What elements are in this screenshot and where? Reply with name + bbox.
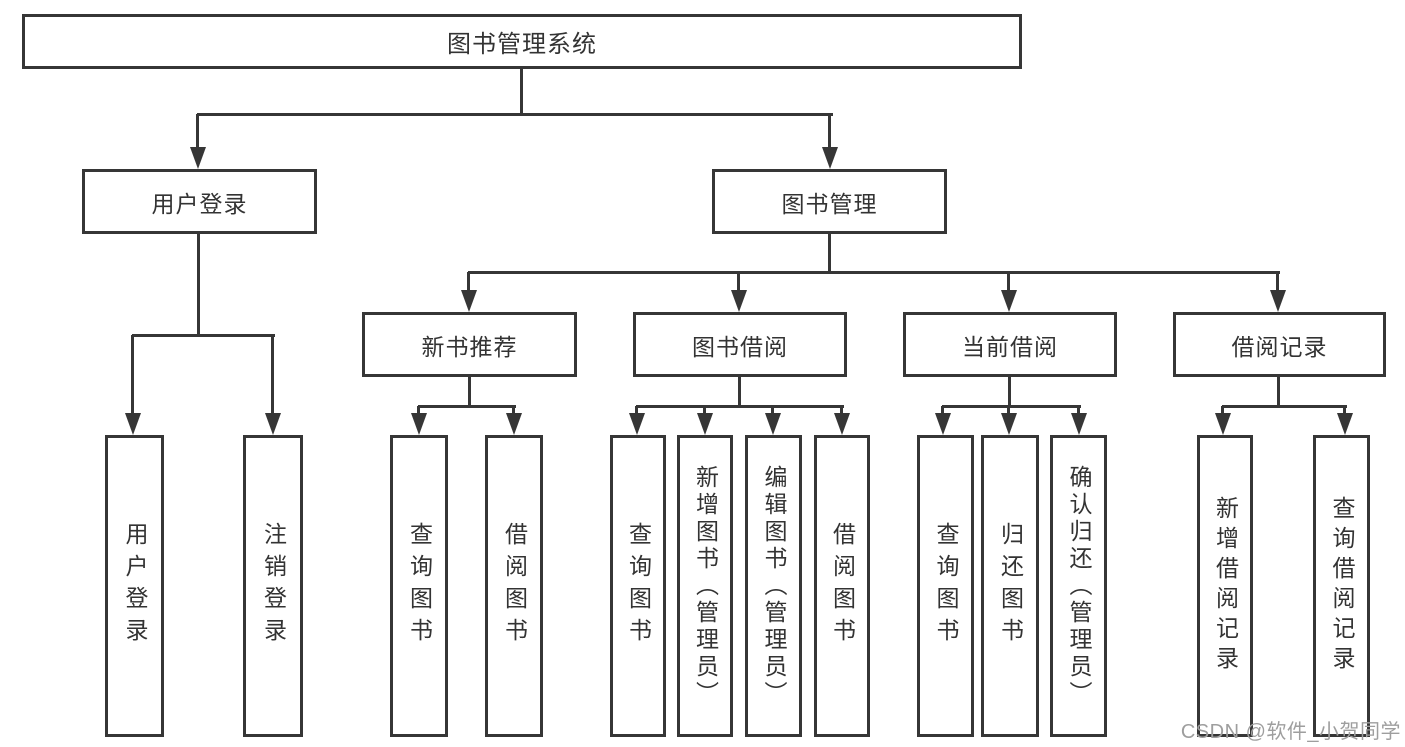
node-label: 归还图书: [997, 522, 1024, 650]
leaf-query-books: 查询图书: [610, 435, 666, 737]
arrow-down-icon: [935, 406, 951, 435]
node-label: 查询图书: [625, 522, 652, 650]
connector-line: [197, 113, 833, 116]
leaf-query-books: 查询图书: [917, 435, 974, 737]
leaf-query-borrow-record: 查询借阅记录: [1313, 435, 1370, 737]
node-label: 借阅图书: [829, 522, 856, 650]
arrow-down-icon: [822, 114, 838, 169]
node-borrowing-records: 借阅记录: [1173, 312, 1386, 377]
node-label: 当前借阅: [962, 333, 1058, 360]
node-label: 查询借阅记录: [1329, 496, 1355, 676]
arrow-down-icon: [834, 406, 850, 435]
connector-line: [738, 377, 741, 408]
connector-line: [636, 405, 844, 408]
connector-line: [197, 234, 200, 337]
node-current-borrowing: 当前借阅: [903, 312, 1117, 377]
arrow-down-icon: [765, 406, 781, 435]
arrow-down-icon: [1001, 272, 1017, 312]
arrow-down-icon: [411, 406, 427, 435]
connector-line: [418, 405, 516, 408]
arrow-down-icon: [461, 272, 477, 312]
leaf-add-books-admin: 新增图书（管理员）: [677, 435, 733, 737]
node-label: 新增借阅记录: [1212, 496, 1239, 676]
node-label: 新书推荐: [421, 333, 518, 360]
leaf-borrow-books: 借阅图书: [485, 435, 543, 737]
connector-line: [1277, 377, 1280, 408]
node-label: 编辑图书（管理员）: [761, 464, 787, 708]
node-new-book-recommendation: 新书推荐: [362, 312, 577, 377]
arrow-down-icon: [1270, 272, 1286, 312]
node-library-management-system: 图书管理系统: [22, 14, 1022, 69]
connector-line: [828, 234, 831, 274]
arrow-down-icon: [629, 406, 645, 435]
node-label: 图书借阅: [692, 333, 788, 360]
node-label: 新增图书（管理员）: [692, 464, 719, 708]
connector-line: [1008, 377, 1011, 408]
connector-line: [468, 377, 471, 408]
leaf-return-books: 归还图书: [981, 435, 1039, 737]
leaf-user-login: 用户登录: [105, 435, 164, 737]
node-label: 查询图书: [933, 522, 959, 650]
leaf-query-books: 查询图书: [390, 435, 448, 737]
arrow-down-icon: [125, 335, 141, 435]
connector-line: [942, 405, 1081, 408]
arrow-down-icon: [190, 114, 206, 169]
arrow-down-icon: [731, 272, 747, 312]
connector-line: [520, 69, 523, 115]
arrow-down-icon: [1071, 406, 1087, 435]
leaf-edit-books-admin: 编辑图书（管理员）: [745, 435, 802, 737]
arrow-down-icon: [1337, 406, 1353, 435]
leaf-borrow-books: 借阅图书: [814, 435, 870, 737]
arrow-down-icon: [265, 335, 281, 435]
arrow-down-icon: [1001, 406, 1017, 435]
connector-line: [468, 271, 1280, 274]
connector-line: [1222, 405, 1347, 408]
node-label: 借阅记录: [1231, 333, 1328, 360]
node-label: 用户登录: [122, 522, 148, 650]
node-label: 确认归还（管理员）: [1066, 464, 1092, 708]
node-book-borrowing: 图书借阅: [633, 312, 847, 377]
node-label: 图书管理系统: [447, 31, 597, 58]
node-label: 图书管理: [781, 190, 878, 217]
csdn-watermark: CSDN @软件_小贺同学: [1180, 721, 1401, 743]
arrow-down-icon: [506, 406, 522, 435]
node-label: 注销登录: [260, 522, 287, 650]
node-book-management: 图书管理: [712, 169, 947, 234]
connector-line: [132, 334, 275, 337]
node-label: 查询图书: [406, 522, 433, 650]
arrow-down-icon: [697, 406, 713, 435]
node-label: 用户登录: [151, 190, 248, 217]
leaf-confirm-return-admin: 确认归还（管理员）: [1050, 435, 1107, 737]
node-label: 借阅图书: [501, 522, 528, 650]
leaf-add-borrow-record: 新增借阅记录: [1197, 435, 1253, 737]
node-user-login: 用户登录: [82, 169, 317, 234]
leaf-logout: 注销登录: [243, 435, 303, 737]
arrow-down-icon: [1215, 406, 1231, 435]
